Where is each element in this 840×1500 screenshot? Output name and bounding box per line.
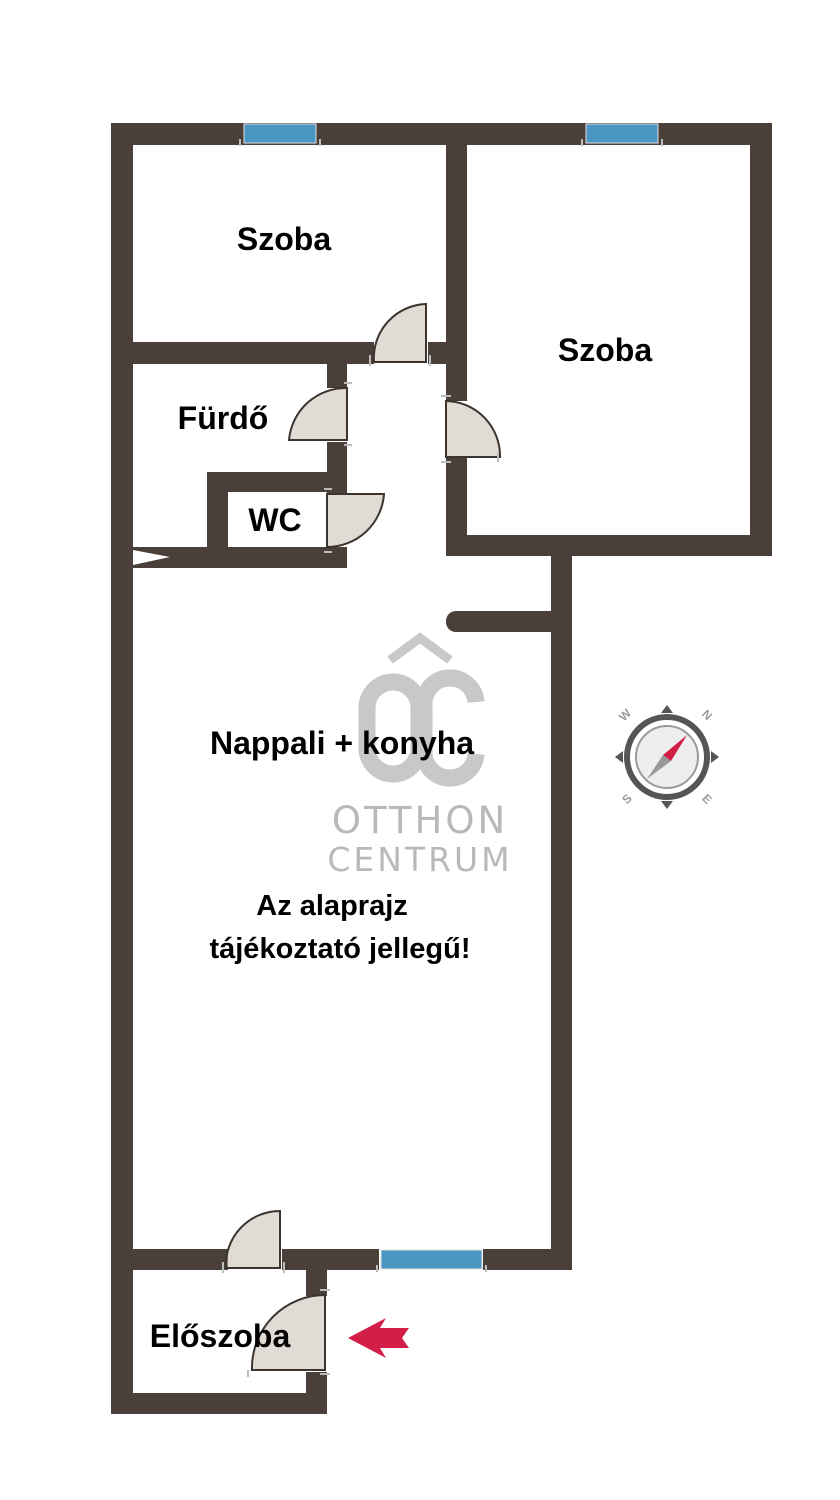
wall-left	[111, 123, 133, 1414]
room-label-szoba-2: Szoba	[558, 332, 652, 368]
door-room-1	[372, 302, 427, 363]
room-label-eloszoba: Előszoba	[150, 1318, 291, 1354]
windows	[239, 123, 663, 1272]
entrance-arrow-icon	[348, 1318, 409, 1358]
watermark-line-1: OTTHON	[332, 799, 508, 842]
wall-room1-bottom	[111, 342, 374, 364]
watermark-roof-icon	[387, 632, 453, 664]
door-wc	[326, 493, 386, 549]
wall-right-upper	[750, 123, 772, 556]
door-bathroom	[287, 386, 348, 441]
room-label-furdo: Fürdő	[178, 400, 269, 436]
watermark-line-2: CENTRUM	[327, 840, 512, 879]
notice-line-2: tájékoztató jellegű!	[209, 933, 470, 965]
wall-living-stub	[446, 611, 572, 632]
wall-wc-bottom	[133, 547, 347, 568]
wall-wc-left	[207, 472, 228, 568]
compass-letter-n: N	[699, 707, 715, 723]
door-room-2	[445, 399, 502, 458]
wall-hall-right	[306, 1270, 327, 1296]
wall-notch-marker	[133, 550, 170, 565]
door-frame-ticks	[222, 355, 499, 1377]
wall-hall-bottom	[111, 1393, 327, 1414]
notice-line-1: Az alaprajz	[256, 890, 408, 922]
wall-bath-bottom	[207, 472, 347, 492]
wall-living-bottom-left	[111, 1249, 228, 1270]
room-label-wc: WC	[248, 502, 301, 538]
wall-living-bottom-mid	[282, 1249, 379, 1270]
wall-top	[111, 123, 772, 145]
wall-middle-vertical	[446, 145, 467, 401]
wall-middle-vertical-lower	[446, 458, 467, 556]
compass-letter-e: E	[699, 791, 715, 807]
door-living	[224, 1209, 281, 1269]
door-entrance	[250, 1293, 326, 1371]
watermark-logo: OTTHON CENTRUM	[327, 632, 512, 879]
wall-living-bottom-right	[483, 1249, 572, 1270]
wall-bath-right-upper	[327, 364, 347, 388]
window-room-2	[585, 123, 659, 144]
window-room-1	[243, 123, 317, 144]
compass-letter-w: W	[616, 706, 634, 724]
wall-living-right	[551, 556, 572, 1270]
window-living	[380, 1249, 483, 1270]
watermark-c-icon	[415, 669, 485, 787]
doors	[224, 302, 502, 1371]
compass-needle-south-icon	[647, 755, 671, 779]
room-label-szoba-1: Szoba	[237, 221, 331, 257]
wall-room1-bottom-right	[428, 342, 467, 364]
compass-icon: N E S W	[615, 705, 719, 809]
compass-letter-s: S	[619, 791, 635, 807]
wall-bedroom-bottom	[446, 535, 772, 556]
compass-needle-north-icon	[663, 735, 687, 761]
room-label-nappali: Nappali + konyha	[210, 725, 474, 761]
